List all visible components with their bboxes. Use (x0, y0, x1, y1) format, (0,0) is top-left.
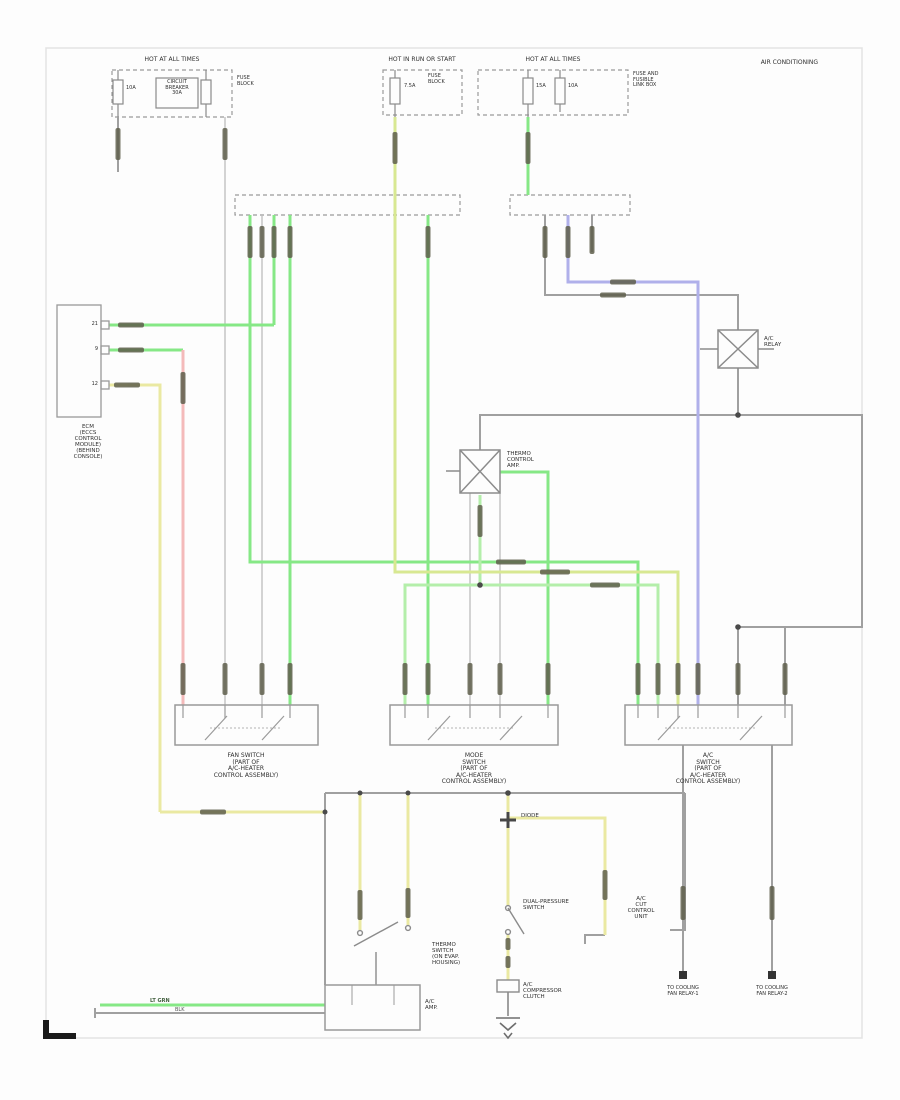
compressor-clutch-symbol (496, 979, 520, 993)
hot-at-all-times-right-label: HOT AT ALL TIMES (525, 56, 581, 63)
thin-gray-wires (224, 117, 501, 705)
pressure-switch-symbol (504, 904, 525, 936)
page-title: AIR CONDITIONING (760, 59, 818, 66)
junction-dots (322, 412, 741, 815)
fuse-glyphs (112, 70, 566, 117)
hot-in-run-label: HOT IN RUN OR START (388, 56, 456, 63)
green-wires (100, 117, 640, 1007)
thermo-switch-symbol (353, 921, 412, 985)
wire-code-black-label: BLK (175, 1007, 185, 1013)
ecm-pin-3: 12 (91, 381, 98, 387)
ecm-pin-2: 9 (94, 346, 98, 352)
wire-code-segments (114, 128, 788, 968)
fuse-box-right (477, 69, 629, 116)
ac-amp-box (324, 984, 421, 1031)
hot-at-all-times-left-label: HOT AT ALL TIMES (144, 56, 200, 63)
fuse-box-left (111, 69, 233, 118)
diode-symbol (500, 812, 516, 828)
thermo-amp-box (446, 449, 501, 494)
fan-switch-block (174, 704, 319, 746)
mode-switch-block (389, 704, 559, 746)
wire-code-green-label: LT GRN (150, 998, 170, 1004)
ecm-pin-1: 21 (91, 321, 98, 327)
ecm-box (56, 304, 110, 418)
fuse-mid-rating: 7.5A (404, 83, 416, 89)
diode-label: DIODE (521, 813, 539, 819)
page-frame (43, 47, 863, 1039)
fuse-right2-rating: 10A (568, 83, 578, 89)
connector-box-a (234, 194, 461, 216)
fuse-box-mid (382, 69, 463, 116)
light-green-wires (403, 495, 660, 705)
connector-box-b (509, 194, 631, 216)
fuse-left-rating: 10A (126, 85, 136, 91)
fuse-right1-rating: 15A (536, 83, 546, 89)
reference-terminals (679, 971, 776, 979)
ac-relay-box (700, 329, 774, 369)
yellow-green-wire (393, 117, 680, 705)
ground-symbol (496, 1017, 520, 1040)
ac-switch-block (624, 704, 793, 746)
